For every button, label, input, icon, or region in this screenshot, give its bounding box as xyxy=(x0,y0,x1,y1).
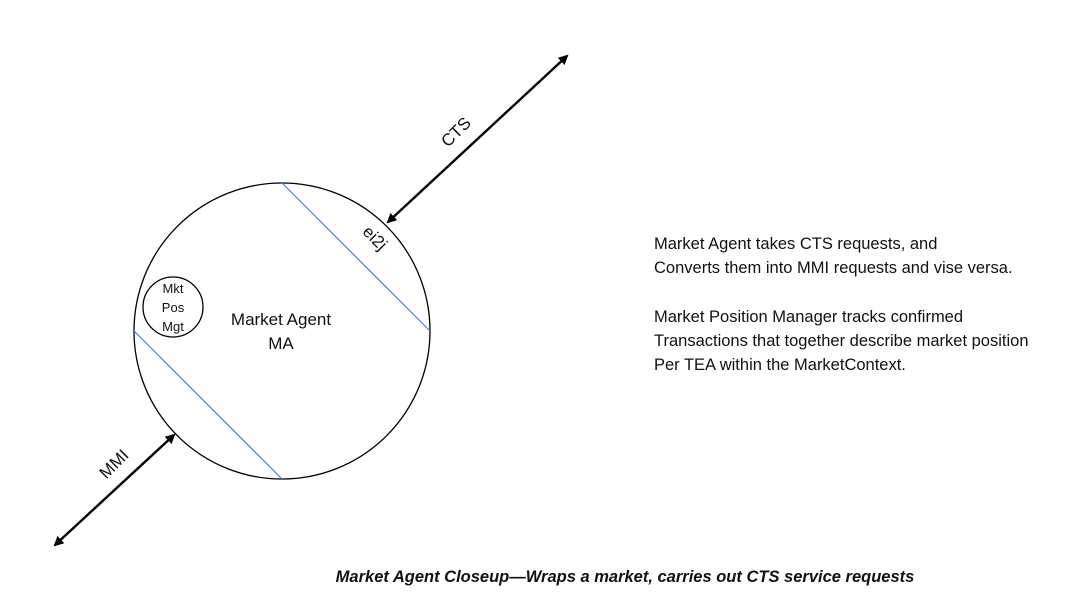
description-line: Converts them into MMI requests and vise… xyxy=(654,259,1013,277)
mmi-arrow xyxy=(53,433,176,547)
submodule-line-3: Mgt xyxy=(162,319,184,334)
cts-boundary-line xyxy=(281,182,431,332)
submodule-line-1: Mkt xyxy=(163,281,184,296)
mmi-boundary-line xyxy=(133,330,283,480)
description-line: Transactions that together describe mark… xyxy=(654,332,1029,350)
description-line: Market Agent takes CTS requests, and xyxy=(654,235,938,253)
submodule-line-2: Pos xyxy=(162,300,185,315)
description-paragraph-2: Market Position Manager tracks confirmed… xyxy=(654,305,1029,377)
cts-arrow xyxy=(386,54,569,224)
position-manager-circle xyxy=(142,276,204,338)
description-line: Per TEA within the MarketContext. xyxy=(654,356,906,374)
agent-name: Market Agent xyxy=(231,310,331,329)
description-line: Market Position Manager tracks confirmed xyxy=(654,308,964,326)
figure-caption: Market Agent Closeup—Wraps a market, car… xyxy=(335,568,915,586)
agent-abbr: MA xyxy=(268,334,294,353)
description-paragraph-1: Market Agent takes CTS requests, and Con… xyxy=(654,232,1013,280)
